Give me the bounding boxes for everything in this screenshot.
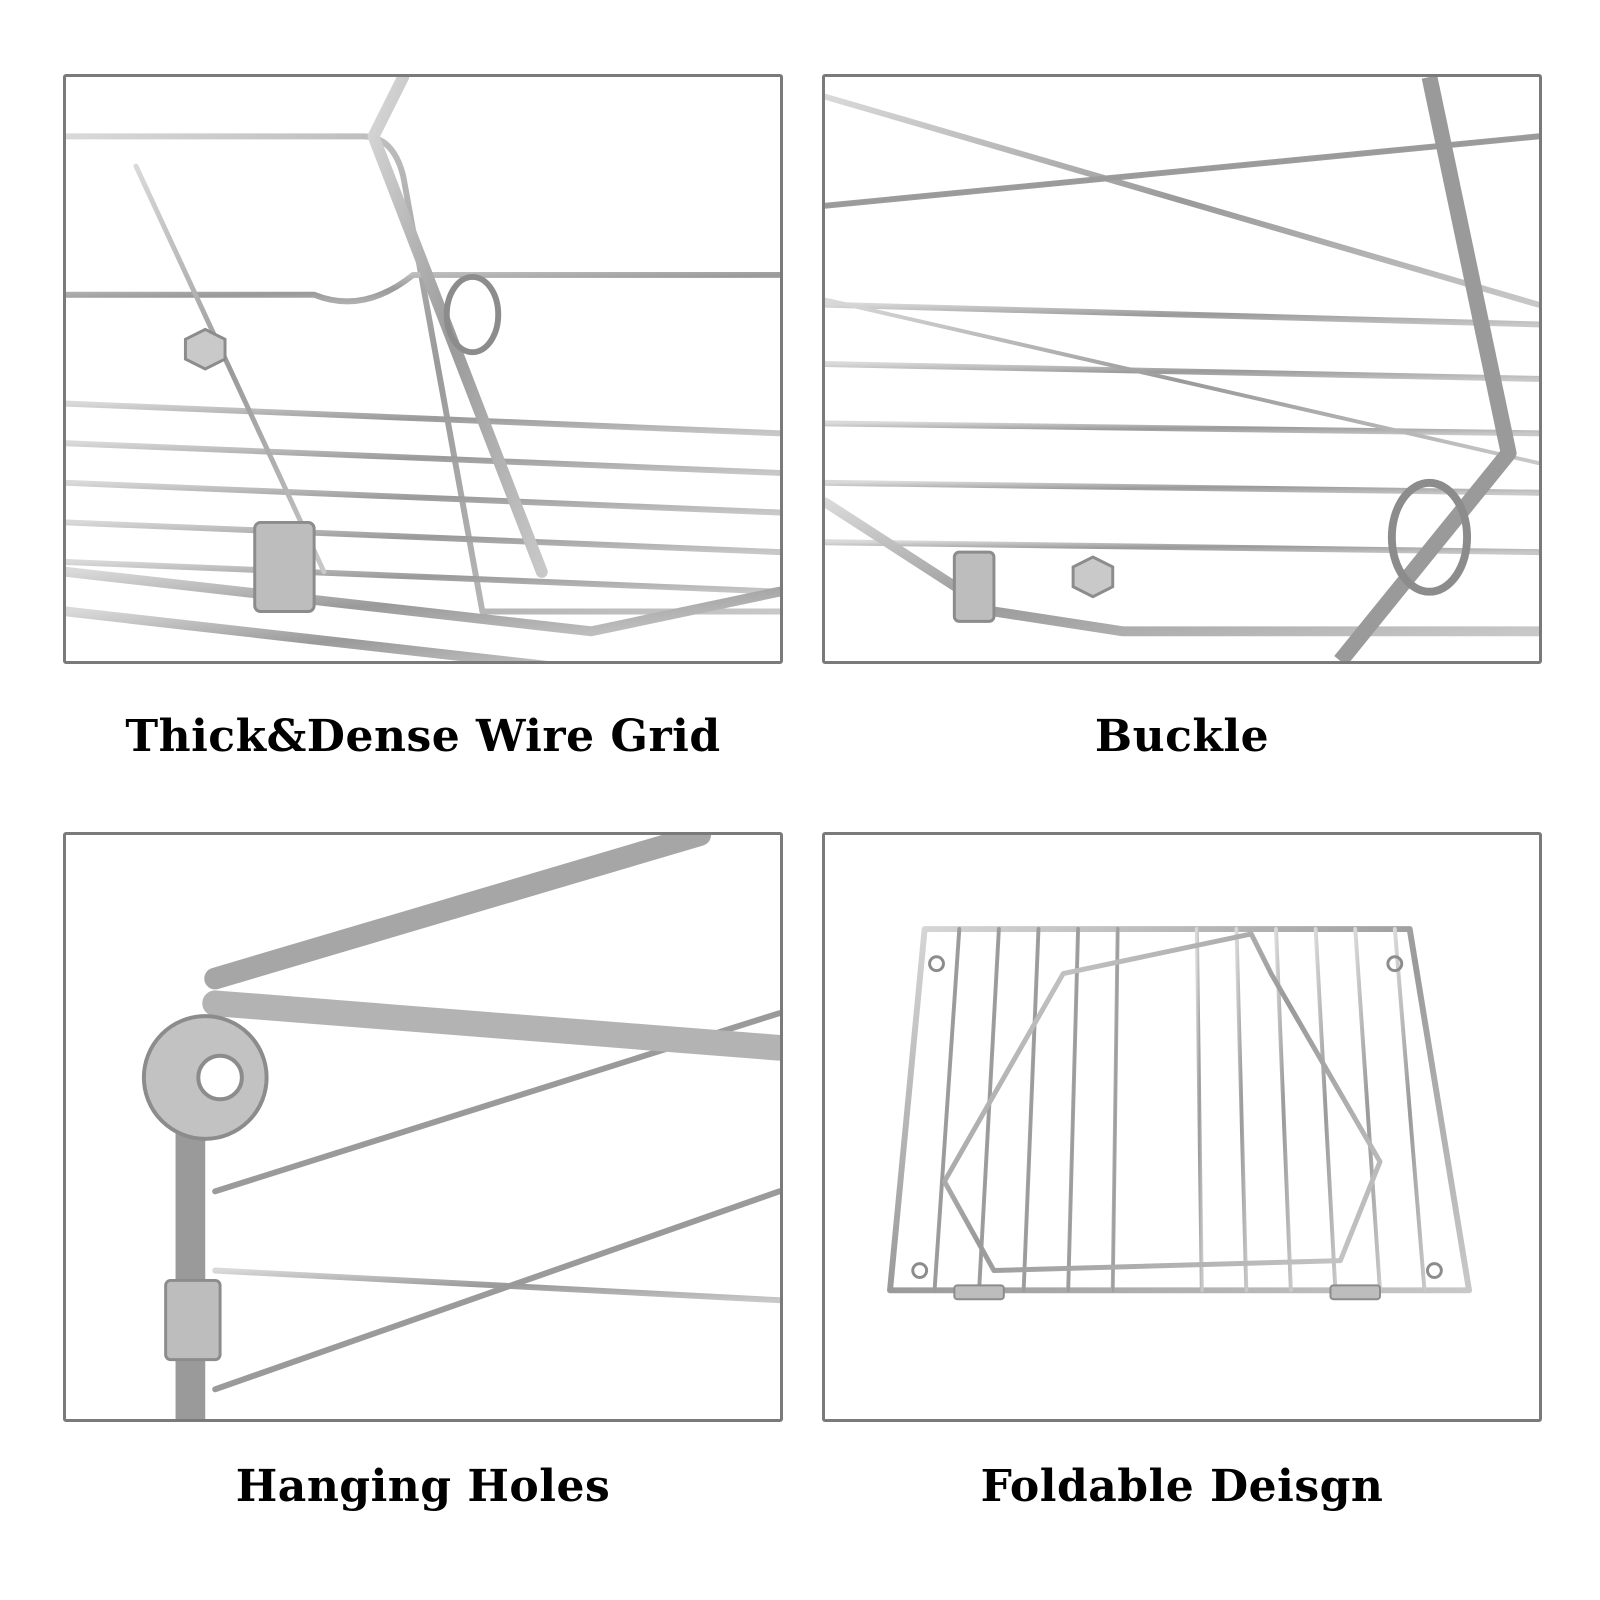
feature-image-hanging-holes [63,832,783,1422]
folded-basket-illustration [887,926,1473,1301]
buckle-illustration [825,77,1539,661]
feature-image-foldable [822,832,1542,1422]
hanging-holes-illustration [141,835,780,1419]
feature-image-buckle [822,74,1542,664]
caption-wire-grid: Thick&Dense Wire Grid [125,711,721,762]
caption-foldable-design: Foldable Deisgn [980,1461,1384,1512]
caption-hanging-holes: Hanging Holes [235,1461,611,1512]
wire-grid-illustration [66,77,780,661]
feature-image-wire-grid [63,74,783,664]
caption-buckle: Buckle [1094,711,1270,762]
